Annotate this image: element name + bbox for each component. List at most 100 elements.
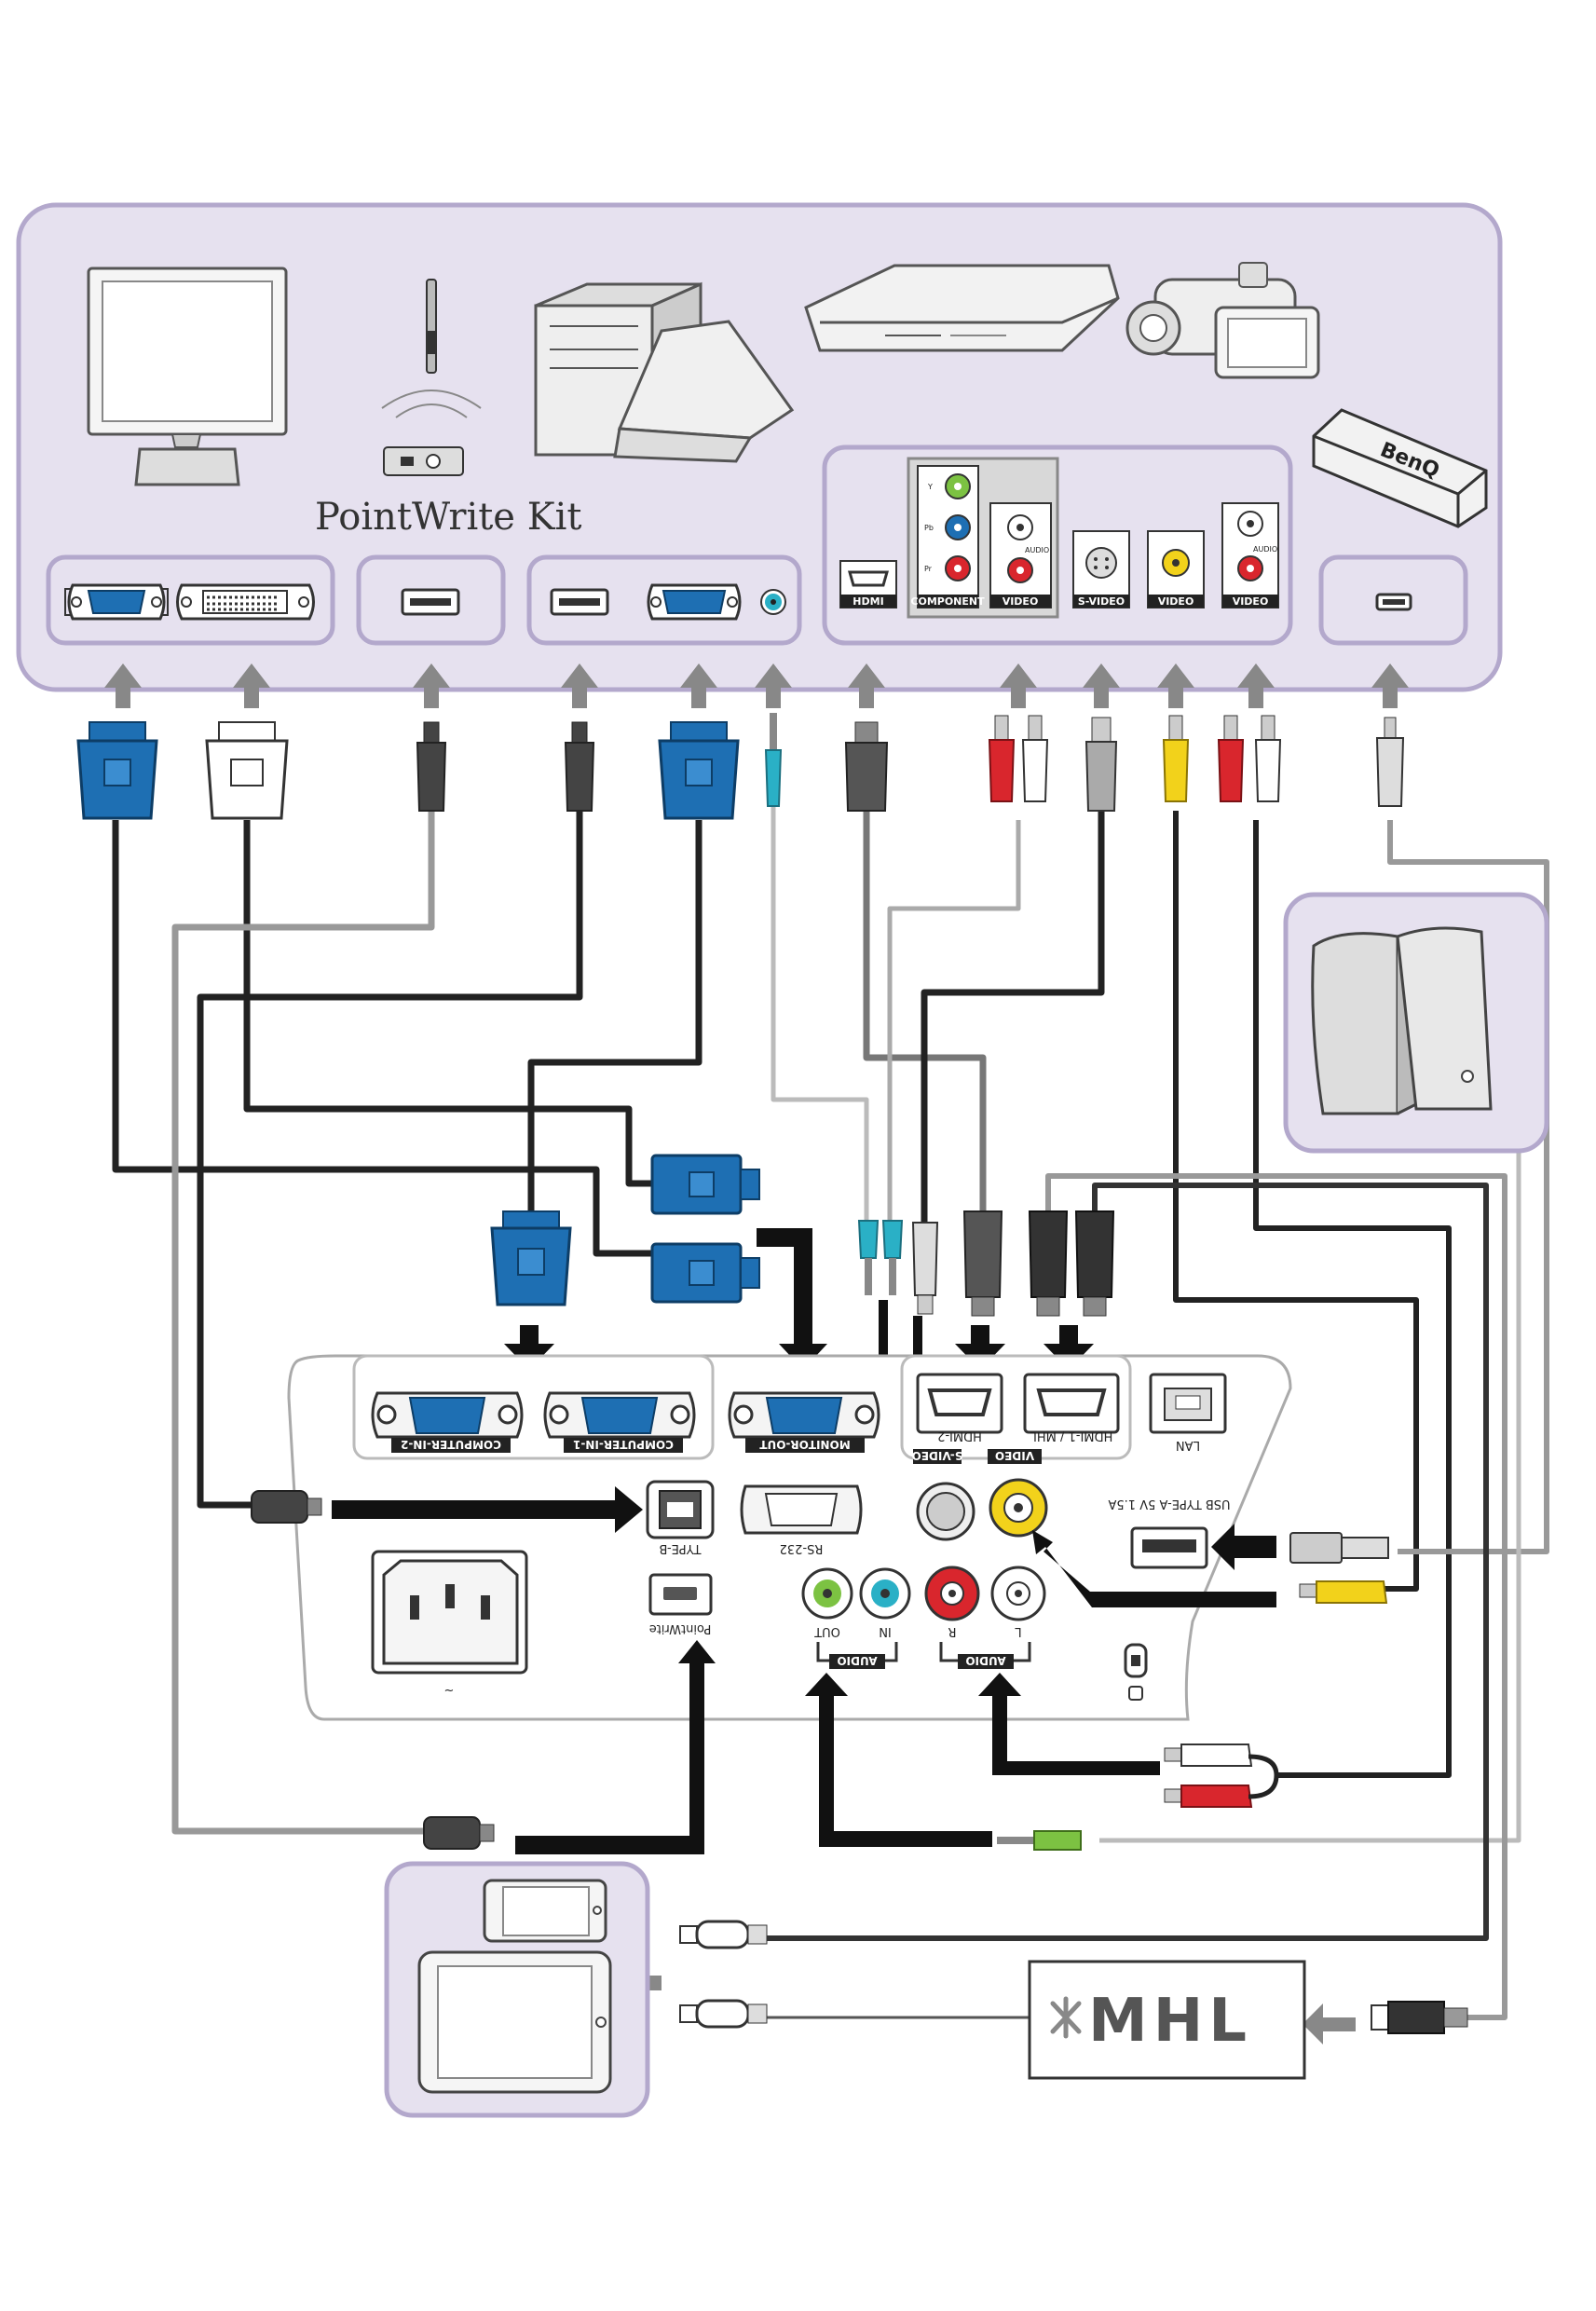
audio-l-label: L: [1015, 1624, 1022, 1638]
audio-label-1: AUDIO: [837, 1654, 877, 1667]
rca-plug-yellow: [1162, 715, 1190, 802]
speaker-icon: [1311, 926, 1493, 1115]
usb-a-plug-right: [1289, 1532, 1389, 1564]
lan-port: LAN: [1149, 1373, 1227, 1452]
component-pr-label: Pr: [924, 565, 933, 573]
source-video2-label: VIDEO: [1158, 595, 1194, 608]
power-socket: ~: [371, 1550, 528, 1698]
video-port: [989, 1478, 1048, 1538]
usb-plug-bottom-2: [423, 1816, 495, 1850]
hdmi-1-mhl-label: HDMI-1 / MHL: [1030, 1429, 1112, 1443]
pointwrite-port: PointWrite: [648, 1573, 713, 1635]
black-arrows: [332, 1486, 1356, 2044]
usb-plug-2: [564, 721, 595, 812]
hdmi-1-mhl-port: HDMI-1 / MHL: [1023, 1373, 1120, 1443]
vga-plug-2: [658, 721, 740, 820]
component-y-label: Y: [927, 483, 933, 491]
svideo-plug: [1084, 717, 1118, 812]
dvi-plug: [205, 721, 289, 820]
power-symbol: ~: [444, 1684, 455, 1698]
usb-type-a-port: USB TYPE-A 5V 1.5A: [1108, 1497, 1231, 1569]
mobile-devices-panel: [384, 1861, 650, 2118]
pointwrite-pen-icon: [381, 279, 482, 476]
micro-usb-plug-left-1: [679, 1920, 768, 1949]
phone-icon: [483, 1879, 607, 1943]
pointwrite-port-label: PointWrite: [649, 1621, 712, 1635]
port-group-micro-usb: [1318, 554, 1468, 646]
monitor-out-port: MONITOR-OUT: [728, 1391, 880, 1453]
rs232-label: RS-232: [780, 1541, 824, 1555]
component-pb-label: Pb: [924, 524, 934, 532]
vga-plug-5: [490, 1210, 572, 1306]
source-svideo-label: S-VIDEO: [1078, 595, 1125, 608]
vga-plug-3: [650, 1154, 760, 1215]
usb-type-b-port: TYPE-B: [646, 1480, 715, 1555]
rca-plugs-red-white-2: [1217, 715, 1282, 802]
audio-jack-plug: [764, 713, 783, 807]
lan-label: LAN: [1176, 1438, 1200, 1452]
s-video-label: S-VIDEO: [912, 1449, 963, 1462]
port-group-vga-dvi: [46, 554, 335, 646]
mhl-logo-icon: [1050, 1996, 1082, 2039]
pointwrite-kit-label: PointWrite Kit: [315, 496, 581, 539]
port-group-usb-pointwrite: [356, 554, 506, 646]
audio-in-label: IN: [879, 1624, 892, 1638]
hdmi-plug-mid-1b: [1074, 1210, 1115, 1317]
hdmi-plug-mid-2: [962, 1210, 1003, 1317]
source-arrows: [104, 663, 1409, 708]
micro-usb-plug: [1375, 717, 1405, 807]
audio-jack-plug-green: [997, 1830, 1082, 1851]
hdmi-plug-mid-1a: [1028, 1210, 1069, 1317]
source-audio2-label: AUDIO: [1253, 545, 1277, 554]
lock-icon: [1124, 1643, 1148, 1701]
audio-r-port: R: [924, 1566, 980, 1638]
source-component-label: COMPONENT: [910, 595, 985, 608]
usb-type-a-label: USB TYPE-A 5V 1.5A: [1108, 1497, 1230, 1511]
projector-panel: COMPUTER-IN-2 COMPUTER-IN-1 MONITOR-OUT …: [287, 1354, 1292, 1721]
usb-plug-bottom-1: [251, 1490, 322, 1524]
rca-plugs-bottom: [1164, 1744, 1279, 1808]
audio-out-port: OUT: [801, 1567, 853, 1638]
computer-in-2-port: COMPUTER-IN-2: [371, 1391, 524, 1453]
audio-l-port: L: [990, 1566, 1046, 1638]
mhl-adapter: MHL: [1028, 1960, 1306, 2080]
hdmi-2-port: HDMI-2: [916, 1373, 1003, 1443]
cables: [112, 806, 1549, 2020]
audio-jack-plugs-mid: [857, 1220, 904, 1295]
devices-panel: PointWrite Kit: [16, 202, 1503, 692]
hdmi-2-label: HDMI-2: [937, 1429, 982, 1443]
tablet-icon: [417, 1950, 612, 2094]
dvd-player-icon: [804, 264, 1120, 352]
audio-r-label: R: [948, 1624, 956, 1638]
mhl-label: MHL: [1088, 1987, 1252, 2056]
audio-in-port: IN: [859, 1567, 911, 1638]
source-video3-label: VIDEO: [1233, 595, 1269, 608]
type-b-label: TYPE-B: [659, 1541, 702, 1555]
source-audio-label: AUDIO: [1025, 546, 1049, 554]
svideo-plug-mid: [911, 1222, 939, 1315]
rs232-port: RS-232: [740, 1484, 863, 1555]
benq-dongle-icon: BenQ: [1312, 408, 1488, 528]
video-label: VIDEO: [995, 1449, 1034, 1462]
rca-plugs-red-white-1: [988, 715, 1049, 802]
computer-in-1-label: COMPUTER-IN-1: [573, 1438, 674, 1451]
speakers-panel: [1283, 892, 1549, 1154]
source-hdmi-label: HDMI: [853, 595, 883, 608]
port-group-computer: [526, 554, 802, 646]
computer-in-1-port: COMPUTER-IN-1: [543, 1391, 696, 1453]
audio-out-label: OUT: [814, 1624, 840, 1638]
monitor-icon: [87, 267, 288, 486]
port-group-av-sources: HDMI Y Pb Pr COMPONENT AUDIO VIDEO S-VI: [822, 444, 1293, 646]
monitor-out-label: MONITOR-OUT: [758, 1438, 850, 1451]
audio-label-2: AUDIO: [965, 1654, 1005, 1667]
computer-in-2-label: COMPUTER-IN-2: [401, 1438, 501, 1451]
camcorder-icon: [1125, 262, 1320, 379]
micro-usb-plug-left-2: [679, 1999, 768, 2029]
vga-plug-4: [650, 1242, 760, 1304]
vga-plug-1: [76, 721, 158, 820]
hdmi-plug-1: [844, 721, 889, 812]
s-video-port: [916, 1482, 975, 1541]
usb-plug-1: [416, 721, 447, 812]
source-video1-label: VIDEO: [1003, 595, 1039, 608]
